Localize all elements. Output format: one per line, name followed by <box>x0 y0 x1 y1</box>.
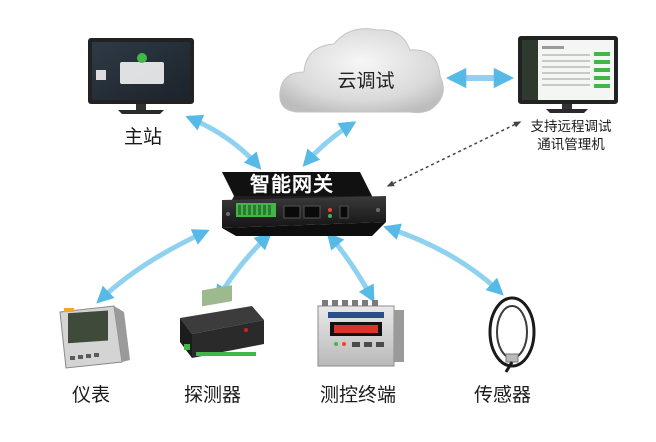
meter-label: 仪表 <box>72 384 111 406</box>
link-gateway-sensor <box>383 223 504 296</box>
remote-pc-monitor-icon <box>518 36 618 113</box>
link-master-gateway <box>185 114 262 170</box>
cloud-icon <box>279 28 444 114</box>
detector-label: 探测器 <box>184 384 242 406</box>
meter-device-icon <box>59 305 130 369</box>
sensor-label: 传感器 <box>474 384 532 406</box>
link-cloud-gateway <box>302 121 357 167</box>
cloud-debug-label: 云调试 <box>337 70 395 92</box>
master-station-label: 主站 <box>124 126 163 148</box>
master-station-monitor-icon <box>88 38 194 114</box>
terminal-label: 测控终端 <box>320 384 397 406</box>
remote-pc-label-line1: 支持远程调试 <box>530 119 612 135</box>
remote-pc-label: 支持远程调试 通讯管理机 <box>512 118 630 154</box>
link-gateway-remote-dashed <box>386 121 522 187</box>
terminal-device-icon <box>317 300 404 367</box>
link-gateway-meter <box>96 229 210 304</box>
gateway-device-icon <box>222 172 386 236</box>
detector-device-icon <box>180 285 264 358</box>
sensor-device-icon <box>488 296 536 373</box>
remote-pc-label-line2: 通讯管理机 <box>537 137 605 153</box>
gateway-label: 智能网关 <box>250 172 334 196</box>
link-gateway-terminal <box>326 232 375 303</box>
